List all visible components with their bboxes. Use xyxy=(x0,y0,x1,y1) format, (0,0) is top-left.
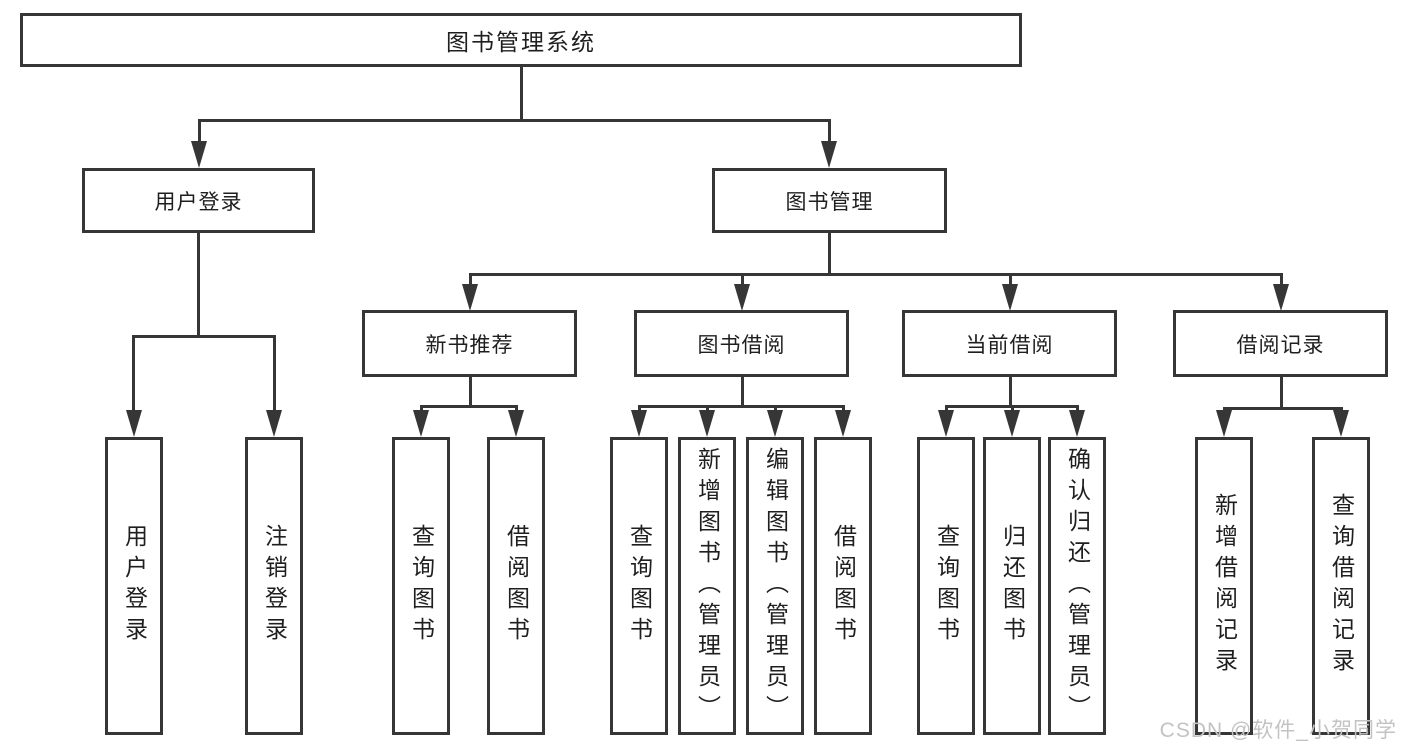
node-current-borrowing: 当前借阅 xyxy=(902,310,1117,377)
node-book-borrowing: 图书借阅 xyxy=(634,310,849,377)
leaf-logout: 注销登录 xyxy=(245,437,303,735)
connector-userlogin-drop-1 xyxy=(132,337,135,411)
node-book-management: 图书管理 xyxy=(712,168,947,233)
arrow-down-icon xyxy=(462,284,478,311)
leaf-add-borrow-record: 新增借阅记录 xyxy=(1195,437,1253,735)
connector-borrowing-drop-1 xyxy=(638,407,641,412)
node-user-login: 用户登录 xyxy=(82,168,315,233)
arrow-down-icon xyxy=(1069,410,1085,437)
arrow-down-icon xyxy=(1333,410,1349,437)
arrow-down-icon xyxy=(938,410,954,437)
arrow-down-icon xyxy=(1004,410,1020,437)
node-root: 图书管理系统 xyxy=(20,13,1022,67)
arrow-down-icon xyxy=(631,410,647,437)
node-book-management-label: 图书管理 xyxy=(785,190,874,214)
connector-current-drop-2 xyxy=(1011,407,1014,412)
connector-bookmgmt-drop-2 xyxy=(741,275,744,285)
arrow-down-icon xyxy=(413,410,429,437)
connector-borrowing-drop-2 xyxy=(706,407,709,412)
connector-borrowing-rail xyxy=(638,405,845,408)
leaf-confirm-return-admin: 确认归还（管理员） xyxy=(1048,437,1106,735)
leaf-query-books-recommend-label: 查询图书 xyxy=(408,524,435,648)
connector-root-drop-right xyxy=(828,121,831,143)
node-book-borrowing-label: 图书借阅 xyxy=(697,333,786,357)
connector-userlogin-drop-2 xyxy=(273,337,276,411)
leaf-borrow-books-label: 借阅图书 xyxy=(830,524,857,648)
csdn-watermark: CSDN @软件_小贺同学 xyxy=(1159,719,1397,742)
leaf-edit-books-admin: 编辑图书（管理员） xyxy=(746,437,804,735)
arrow-down-icon xyxy=(835,410,851,437)
arrow-down-icon xyxy=(1002,284,1018,311)
connector-records-stem xyxy=(1280,377,1283,407)
leaf-query-books-borrowing: 查询图书 xyxy=(610,437,668,735)
connector-bookmgmt-stem xyxy=(828,233,831,273)
arrow-down-icon xyxy=(266,410,282,437)
arrow-down-icon xyxy=(191,141,207,168)
leaf-borrow-books-recommend: 借阅图书 xyxy=(487,437,545,735)
connector-bookmgmt-drop-1 xyxy=(469,275,472,285)
leaf-query-books-borrowing-label: 查询图书 xyxy=(626,524,653,648)
arrow-down-icon xyxy=(699,410,715,437)
connector-root-stem xyxy=(520,66,523,119)
node-new-book-recommend-label: 新书推荐 xyxy=(425,333,514,357)
leaf-query-borrow-record: 查询借阅记录 xyxy=(1312,437,1370,735)
node-borrowing-records: 借阅记录 xyxy=(1173,310,1388,377)
connector-current-drop-1 xyxy=(945,407,948,412)
leaf-user-login: 用户登录 xyxy=(105,437,163,735)
leaf-query-borrow-record-label: 查询借阅记录 xyxy=(1328,493,1355,679)
connector-newbook-rail xyxy=(420,405,518,408)
leaf-query-books-recommend: 查询图书 xyxy=(392,437,450,735)
connector-borrowing-drop-4 xyxy=(842,407,845,412)
leaf-add-borrow-record-label: 新增借阅记录 xyxy=(1211,493,1238,679)
connector-userlogin-stem xyxy=(197,233,200,335)
node-borrowing-records-label: 借阅记录 xyxy=(1236,333,1325,357)
connector-userlogin-rail xyxy=(132,335,276,338)
connector-current-drop-3 xyxy=(1076,407,1079,412)
leaf-query-books-current-label: 查询图书 xyxy=(933,524,960,648)
leaf-borrow-books: 借阅图书 xyxy=(814,437,872,735)
node-new-book-recommend: 新书推荐 xyxy=(362,310,577,377)
connector-records-rail xyxy=(1223,407,1343,410)
leaf-return-books-label: 归还图书 xyxy=(999,524,1026,648)
connector-current-stem xyxy=(1009,377,1012,405)
connector-root-rail xyxy=(198,119,831,122)
leaf-confirm-return-admin-label: 确认归还（管理员） xyxy=(1064,446,1091,726)
connector-newbook-stem xyxy=(469,377,472,405)
leaf-logout-label: 注销登录 xyxy=(261,524,288,648)
connector-bookmgmt-drop-4 xyxy=(1280,275,1283,285)
arrow-down-icon xyxy=(821,141,837,168)
leaf-return-books: 归还图书 xyxy=(983,437,1041,735)
arrow-down-icon xyxy=(1273,284,1289,311)
arrow-down-icon xyxy=(1216,410,1232,437)
connector-newbook-drop-2 xyxy=(515,407,518,412)
leaf-query-books-current: 查询图书 xyxy=(917,437,975,735)
connector-current-rail xyxy=(945,405,1079,408)
leaf-add-books-admin: 新增图书（管理员） xyxy=(678,437,736,735)
arrow-down-icon xyxy=(767,410,783,437)
connector-newbook-drop-1 xyxy=(420,407,423,412)
arrow-down-icon xyxy=(126,410,142,437)
connector-bookmgmt-rail xyxy=(469,273,1283,276)
leaf-edit-books-admin-label: 编辑图书（管理员） xyxy=(762,446,789,726)
arrow-down-icon xyxy=(734,284,750,311)
arrow-down-icon xyxy=(508,410,524,437)
connector-borrowing-stem xyxy=(741,377,744,405)
connector-bookmgmt-drop-3 xyxy=(1009,275,1012,285)
leaf-user-login-label: 用户登录 xyxy=(121,524,148,648)
node-current-borrowing-label: 当前借阅 xyxy=(965,333,1054,357)
node-user-login-label: 用户登录 xyxy=(154,190,243,214)
leaf-add-books-admin-label: 新增图书（管理员） xyxy=(694,446,721,726)
connector-borrowing-drop-3 xyxy=(774,407,777,412)
connector-root-drop-left xyxy=(198,121,201,143)
leaf-borrow-books-recommend-label: 借阅图书 xyxy=(503,524,530,648)
node-root-label: 图书管理系统 xyxy=(446,29,596,55)
